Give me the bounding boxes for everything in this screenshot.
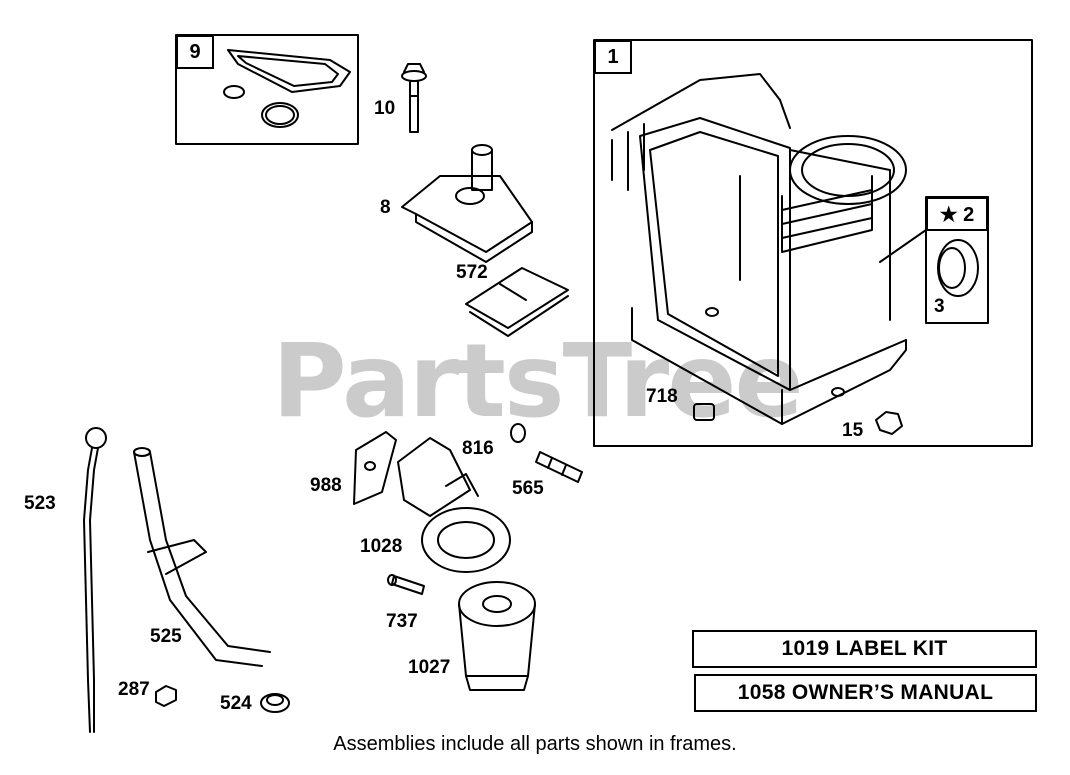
oil-filter-1027 xyxy=(458,581,536,691)
stud-565 xyxy=(535,451,583,483)
part-label-1028: 1028 xyxy=(360,536,403,557)
sleeve-718 xyxy=(693,403,715,421)
dipstick-523 xyxy=(83,427,107,733)
part-label-1027: 1027 xyxy=(408,657,451,678)
grommet-524 xyxy=(260,693,290,713)
footer-note: Assemblies include all parts shown in fr… xyxy=(333,733,737,755)
part-label-3: 3 xyxy=(934,296,945,317)
part-label-8: 8 xyxy=(380,197,391,218)
part-label-287: 287 xyxy=(118,679,150,700)
part-label-524: 524 xyxy=(220,693,252,714)
filter-adapter-1028 xyxy=(397,437,511,573)
part-label-816: 816 xyxy=(462,438,494,459)
watermark: PartsTree xyxy=(272,322,804,441)
part-label-525: 525 xyxy=(150,626,182,647)
ring-816 xyxy=(510,423,526,443)
label-kit-box: 1019 LABEL KIT xyxy=(692,630,1037,668)
breather-cover-8 xyxy=(401,144,533,263)
gasket-set-9 xyxy=(223,49,351,128)
part-label-572: 572 xyxy=(456,262,488,283)
frame-2-tag: ★ 2 xyxy=(926,197,988,231)
retainer-572 xyxy=(465,267,569,337)
frame-1-border xyxy=(593,39,1033,447)
part-label-718: 718 xyxy=(646,386,678,407)
owners-manual-box: 1058 OWNER’S MANUAL xyxy=(694,674,1037,712)
oil-seal-3 xyxy=(937,239,979,297)
leader-seal xyxy=(879,229,927,263)
gasket-988 xyxy=(353,431,397,505)
part-label-15: 15 xyxy=(842,420,864,441)
part-label-565: 565 xyxy=(512,478,544,499)
frame-9-tag: 9 xyxy=(176,35,214,69)
dipstick-tube-525 xyxy=(133,447,271,667)
part-label-988: 988 xyxy=(310,475,342,496)
frame-1-tag: 1 xyxy=(594,40,632,74)
frame-9-border xyxy=(175,34,359,145)
engine-block-1 xyxy=(611,73,907,425)
part-label-737: 737 xyxy=(386,611,418,632)
part-label-10: 10 xyxy=(374,98,396,119)
part-label-523: 523 xyxy=(24,493,56,514)
screw-287 xyxy=(155,685,177,707)
plug-15 xyxy=(875,411,903,435)
bolt-737 xyxy=(387,574,425,595)
bolt-10 xyxy=(401,63,427,133)
